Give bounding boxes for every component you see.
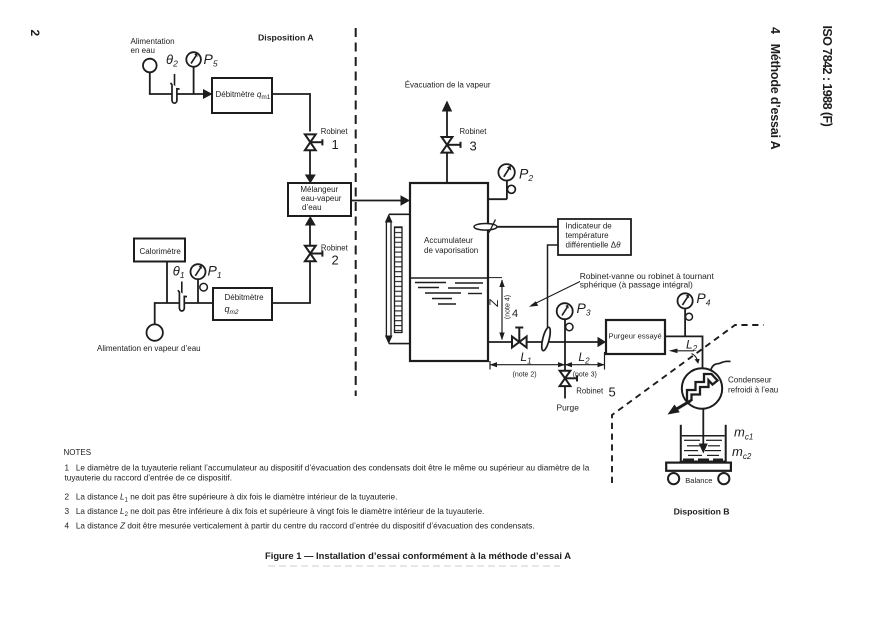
svg-text:2 La distance L1 ne doit pas: 2 La distance L1 ne doit pas être supéri… xyxy=(65,493,398,504)
svg-text:refroidi à l’eau: refroidi à l’eau xyxy=(728,386,778,395)
svg-text:Indicateur de: Indicateur de xyxy=(566,222,613,231)
svg-text:L2: L2 xyxy=(578,350,590,366)
svg-text:Robinet: Robinet xyxy=(321,127,349,136)
svg-text:Robinet: Robinet xyxy=(460,127,488,136)
svg-text:L2: L2 xyxy=(686,338,698,354)
svg-text:en eau: en eau xyxy=(131,46,155,55)
svg-text:1 Le diamètre de la tuyauter: 1 Le diamètre de la tuyauterie reliant l… xyxy=(65,464,590,473)
svg-text:Robinet-vanne ou robinet à tou: Robinet-vanne ou robinet à tournant xyxy=(580,271,715,281)
svg-text:(note 3): (note 3) xyxy=(573,372,597,379)
svg-text:Alimentation en vapeur d’eau: Alimentation en vapeur d’eau xyxy=(97,344,201,353)
svg-text:3 La distance L2 ne doit pas: 3 La distance L2 ne doit pas être inféri… xyxy=(65,507,485,518)
svg-text:mc1: mc1 xyxy=(734,425,753,442)
svg-text:3: 3 xyxy=(470,139,477,154)
svg-text:ISO 7842 : 1988 (F): ISO 7842 : 1988 (F) xyxy=(820,26,834,127)
svg-text:Mélangeur: Mélangeur xyxy=(300,185,338,194)
svg-text:Évacuation de la vapeur: Évacuation de la vapeur xyxy=(405,81,491,90)
svg-text:P1: P1 xyxy=(208,263,222,281)
svg-text:mc2: mc2 xyxy=(732,444,752,461)
svg-text:4: 4 xyxy=(512,308,518,320)
svg-text:Purgeur essayé: Purgeur essayé xyxy=(609,332,662,341)
svg-text:Alimentation: Alimentation xyxy=(131,37,175,46)
svg-text:Purge: Purge xyxy=(557,403,580,413)
svg-text:Disposition B: Disposition B xyxy=(674,507,730,517)
svg-text:4 Méthode d’essai A: 4 Méthode d’essai A xyxy=(768,27,782,150)
svg-text:Condenseur: Condenseur xyxy=(728,376,772,385)
svg-text:Accumulateur: Accumulateur xyxy=(424,236,473,245)
svg-text:eau-vapeur: eau-vapeur xyxy=(301,194,342,203)
svg-text:Z: Z xyxy=(487,299,501,308)
svg-text:P3: P3 xyxy=(577,300,591,318)
svg-text:Balance: Balance xyxy=(685,476,712,485)
svg-text:température: température xyxy=(566,231,610,240)
svg-text:Calorimètre: Calorimètre xyxy=(140,247,182,256)
svg-text:L1: L1 xyxy=(520,350,531,366)
svg-text:Robinet: Robinet xyxy=(576,387,604,396)
svg-text:NOTES: NOTES xyxy=(64,448,92,457)
svg-text:(note 2): (note 2) xyxy=(513,372,537,379)
svg-text:θ1: θ1 xyxy=(173,264,185,281)
svg-text:1: 1 xyxy=(332,137,339,152)
svg-text:P4: P4 xyxy=(696,290,710,308)
svg-text:tuyauterie du raccord d’entrée: tuyauterie du raccord d’entrée de ce dis… xyxy=(65,474,232,483)
svg-text:θ2: θ2 xyxy=(166,52,178,69)
svg-text:Débitmètre: Débitmètre xyxy=(225,293,265,302)
svg-text:Débitmètre qm1: Débitmètre qm1 xyxy=(216,90,271,101)
svg-text:différentielle Δθ: différentielle Δθ xyxy=(566,241,622,250)
svg-text:Robinet: Robinet xyxy=(321,244,349,253)
svg-text:de vaporisation: de vaporisation xyxy=(424,246,478,255)
svg-text:d’eau: d’eau xyxy=(302,203,322,212)
svg-text:Figure 1 — Installation d’essa: Figure 1 — Installation d’essai conformé… xyxy=(265,550,571,561)
svg-text:2: 2 xyxy=(28,30,42,37)
svg-text:sphérique (à passage intégral): sphérique (à passage intégral) xyxy=(580,280,693,290)
svg-text:2: 2 xyxy=(332,253,339,268)
svg-text:Disposition A: Disposition A xyxy=(258,33,314,43)
svg-text:(note 4): (note 4) xyxy=(505,295,512,319)
svg-text:5: 5 xyxy=(609,385,616,400)
svg-text:qm2: qm2 xyxy=(225,304,239,316)
svg-text:P5: P5 xyxy=(204,51,218,69)
svg-text:P2: P2 xyxy=(519,166,533,184)
svg-text:4 La distance Z doit être me: 4 La distance Z doit être mesurée vertic… xyxy=(65,522,535,531)
